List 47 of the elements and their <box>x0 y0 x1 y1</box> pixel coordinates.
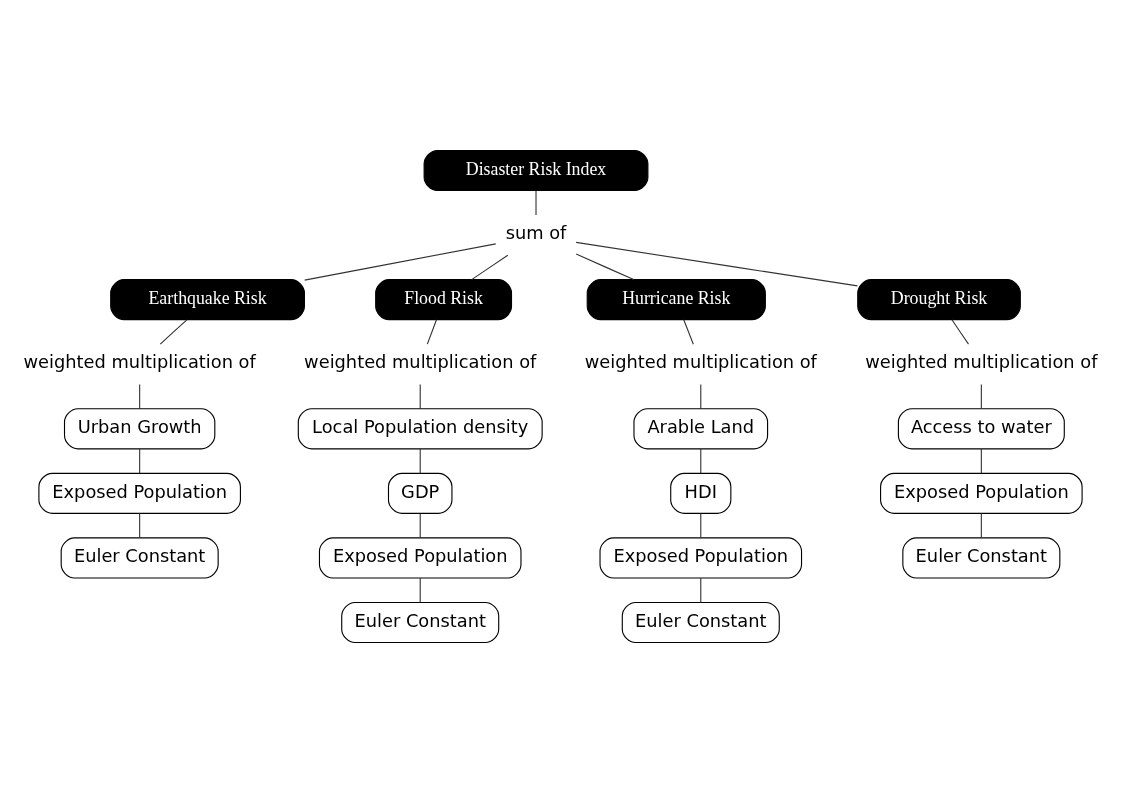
node-box: Exposed Population <box>318 537 522 579</box>
connector <box>139 383 141 410</box>
node-box: GDP <box>387 472 453 514</box>
connector <box>700 383 702 410</box>
node-box: Exposed Population <box>880 472 1083 514</box>
node-text: weighted multiplication of <box>865 351 1098 373</box>
node-text: weighted multiplication of <box>23 351 256 373</box>
node-box: Hurricane Risk <box>586 279 766 321</box>
node-text: sum of <box>505 222 567 244</box>
node-box: Euler Constant <box>902 537 1061 579</box>
connector <box>700 448 702 474</box>
connector <box>980 448 982 474</box>
node-box: Arable Land <box>633 408 769 450</box>
connector <box>159 319 188 345</box>
connector <box>419 512 421 539</box>
node-box: Euler Constant <box>341 601 500 644</box>
node-box: Disaster Risk Index <box>423 149 649 192</box>
connector <box>980 383 982 410</box>
connector <box>419 448 421 474</box>
connector <box>575 241 858 287</box>
node-box: Euler Constant <box>621 601 780 644</box>
node-text: weighted multiplication of <box>304 351 537 373</box>
connector <box>139 512 141 539</box>
node-box: Exposed Population <box>599 537 803 579</box>
connector <box>304 243 497 281</box>
node-box: Exposed Population <box>38 472 241 514</box>
node-box: HDI <box>670 472 732 514</box>
connector <box>980 512 982 539</box>
connector <box>700 512 702 539</box>
connector <box>471 254 509 281</box>
node-text: weighted multiplication of <box>584 351 817 373</box>
connector <box>139 448 141 474</box>
node-box: Euler Constant <box>60 537 219 579</box>
connector <box>700 577 702 604</box>
connector <box>951 319 970 345</box>
connector <box>575 253 635 281</box>
node-box: Local Population density <box>297 408 543 450</box>
connector <box>535 190 537 216</box>
connector <box>419 577 421 604</box>
connector <box>419 383 421 410</box>
node-box: Drought Risk <box>857 279 1021 321</box>
node-box: Access to water <box>897 408 1065 450</box>
node-box: Urban Growth <box>63 408 216 450</box>
node-box: Earthquake Risk <box>110 279 305 321</box>
connector <box>426 319 437 345</box>
node-box: Flood Risk <box>375 279 513 321</box>
connector <box>683 319 694 345</box>
